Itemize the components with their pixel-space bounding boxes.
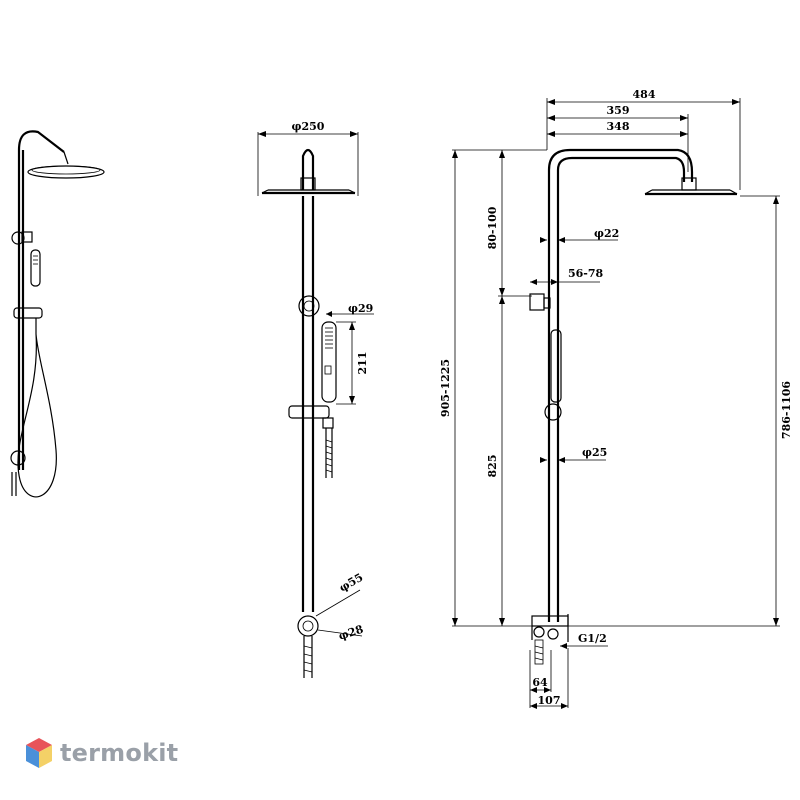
dim-arm-tube-diameter: φ22 xyxy=(594,227,619,240)
perspective-view xyxy=(10,130,105,498)
dim-total-height: 905-1225 xyxy=(439,359,452,417)
dim-head-diameter: φ250 xyxy=(292,120,325,133)
dim-rail-diameter: φ25 xyxy=(582,446,607,459)
dim-top-section-height: 80-100 xyxy=(486,206,499,249)
front-view xyxy=(257,131,374,678)
brand-name: termokit xyxy=(60,739,179,767)
dim-lower-height: 825 xyxy=(486,455,499,478)
brand-logo: termokit xyxy=(24,736,178,770)
side-view xyxy=(452,98,780,709)
dim-head-height: 786-1106 xyxy=(780,381,793,439)
dim-depth-outer: 107 xyxy=(538,694,561,707)
dim-handshower-diameter: φ29 xyxy=(348,302,373,315)
hexagon-cube-icon xyxy=(26,738,52,768)
dim-total-width: 484 xyxy=(633,88,656,101)
dim-outlet-inner: φ28 xyxy=(337,623,365,643)
dim-clamp-range: 56-78 xyxy=(568,267,604,280)
dim-depth-inner: 64 xyxy=(532,676,548,689)
dim-handshower-length: 211 xyxy=(356,352,369,375)
dim-arm-width-outer: 359 xyxy=(607,104,630,117)
dim-outlet-outer: φ55 xyxy=(337,571,365,595)
dim-thread: G1/2 xyxy=(578,632,607,645)
dim-arm-width-inner: 348 xyxy=(607,120,630,133)
